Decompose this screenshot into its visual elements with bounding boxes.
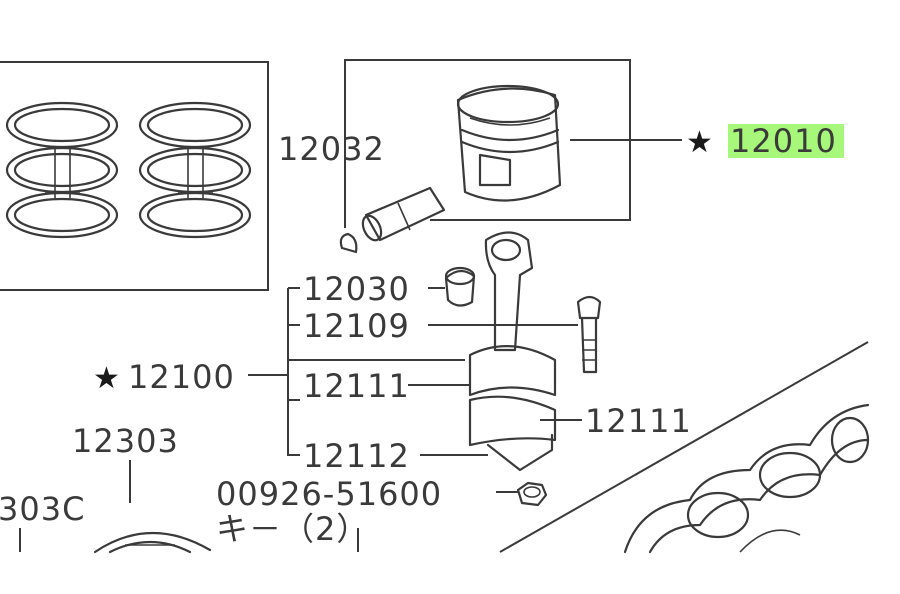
rod-bushing [444, 266, 476, 307]
bracket-rod-assembly [287, 288, 300, 456]
label-12112[interactable]: 12112 [303, 437, 410, 475]
crankshaft-fragment [499, 341, 870, 554]
label-303c[interactable]: 303C [0, 490, 85, 528]
label-12111-upper[interactable]: 12111 [303, 367, 410, 405]
label-12100[interactable]: 12100 [128, 358, 235, 396]
label-12111-lower[interactable]: 12111 [585, 402, 692, 440]
label-key-number[interactable]: 00926-51600 [216, 475, 442, 513]
label-12109[interactable]: 12109 [303, 307, 410, 345]
label-12030[interactable]: 12030 [303, 270, 410, 308]
label-12010[interactable]: 12010 [730, 122, 837, 160]
piston-ring-set [0, 61, 269, 291]
flywheel-fragment [93, 531, 212, 554]
piston-pin [361, 186, 446, 242]
star-marker-12010: ★ [686, 125, 713, 160]
ring-stack-left [5, 101, 119, 239]
star-marker-12100: ★ [93, 361, 120, 396]
label-12303[interactable]: 12303 [72, 422, 179, 460]
rod-bolt [576, 295, 602, 374]
piston-assembly [339, 59, 631, 254]
piston-frame [344, 59, 631, 228]
connecting-rod [468, 231, 557, 472]
snap-ring [339, 232, 358, 254]
ring-stack-right [138, 101, 252, 239]
piston [456, 84, 562, 202]
leader-lines [19, 139, 682, 552]
part-number-highlight [728, 124, 844, 158]
rod-nut [516, 481, 548, 507]
ring-set-frame [0, 61, 269, 291]
label-12032[interactable]: 12032 [278, 130, 385, 168]
label-key-qty: キ－（2） [216, 510, 369, 548]
